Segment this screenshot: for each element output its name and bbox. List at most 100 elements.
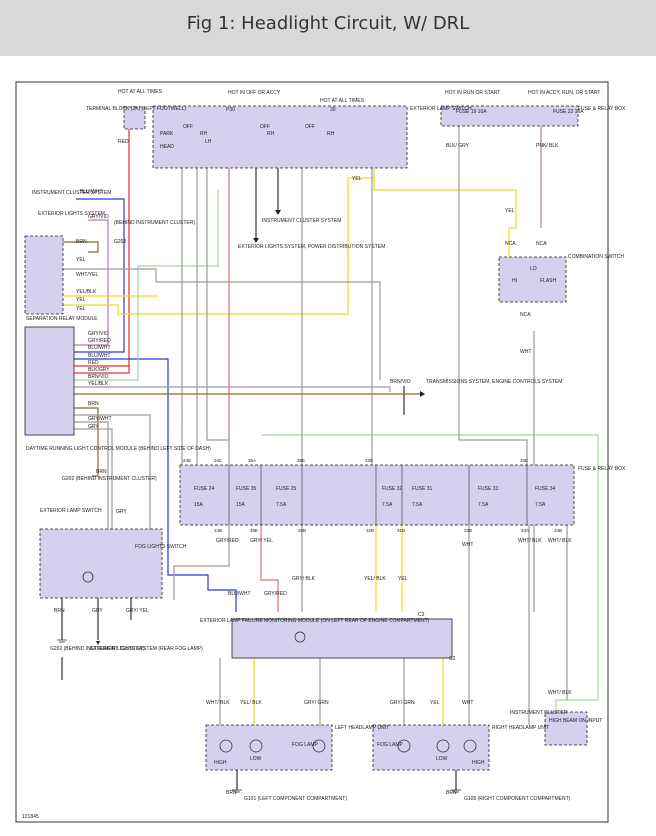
label-rh: RH xyxy=(200,131,208,137)
wire-red-2 xyxy=(74,366,130,374)
pin-35e: 35E xyxy=(297,458,305,463)
wire-violet xyxy=(74,219,109,346)
wire-label-gry: GRY xyxy=(116,509,127,515)
label-drl-module: DAYTIME RUNNING LIGHT CONTROL MODULE (BE… xyxy=(26,446,211,452)
label-flash: FLASH xyxy=(540,278,557,284)
label-left-headlamp: LEFT HEADLAMP UNIT xyxy=(335,725,389,731)
label-high-beam-on: HIGH BEAM ON INPUT xyxy=(549,718,602,724)
label-c3: C3 xyxy=(418,612,425,618)
fuse-25: FUSE 25 xyxy=(276,486,297,492)
wire-label-blu-wht-2: BLU/WHT xyxy=(228,591,251,597)
pin-35a: 35A xyxy=(248,458,256,463)
fuse-24-rating: 15A xyxy=(194,502,204,508)
label-p30: P30 xyxy=(226,107,235,113)
wire-yellow-combo xyxy=(373,178,517,260)
drl-wire-10: BRN xyxy=(88,401,99,407)
wire-label-gry-grn: GRY/ GRN xyxy=(304,700,329,706)
label-fog-lamp-left: FOG LAMP xyxy=(292,742,319,748)
wire-label-yel-blk: YEL/BLK xyxy=(76,289,97,295)
drl-module xyxy=(24,326,75,436)
label-low-left: LOW xyxy=(250,756,262,762)
pin-24c: 24C xyxy=(214,458,223,463)
drl-wire-8: YEL/BLK xyxy=(88,381,109,387)
label-high-right: HIGH xyxy=(472,760,485,766)
wire-label-brn-3: BRN xyxy=(54,608,65,614)
label-nca-3: NCA xyxy=(520,312,531,318)
label-nca-2: NCA xyxy=(536,241,547,247)
wire-gray-8 xyxy=(206,168,230,465)
fog-lights-switch-box xyxy=(39,528,163,599)
pin-24e: 24E xyxy=(183,458,191,463)
label-g202: G202 xyxy=(114,239,126,245)
wire-label-gry-blk: GRY/ BLK xyxy=(292,576,316,582)
label-lh: LH xyxy=(205,139,212,145)
label-rh-3: RH xyxy=(327,131,335,137)
wire-black-9 xyxy=(403,386,405,415)
fuse-31: FUSE 31 xyxy=(412,486,433,492)
pin-34a: 34A xyxy=(521,528,529,533)
wire-gray-13 xyxy=(173,525,230,600)
label-hot-off-accy: HOT IN OFF OR ACCY xyxy=(228,90,281,96)
label-fuse-relay-box: FUSE & RELAY BOX xyxy=(578,106,626,112)
label-low-right: LOW xyxy=(436,756,448,762)
label-c2: C2 xyxy=(449,656,456,662)
fuse-32-rating: 7.5A xyxy=(382,502,393,508)
wire-label-yel-5: YEL xyxy=(76,306,86,312)
page-title: Fig 1: Headlight Circuit, W/ DRL xyxy=(186,13,470,34)
pin-32b: 32B xyxy=(366,528,374,533)
wire-label-yel-7: YEL xyxy=(430,700,440,706)
wire-green-1 xyxy=(261,434,599,712)
pin-35e-b: 35E xyxy=(250,528,258,533)
pin-32e: 32E xyxy=(365,458,373,463)
wire-label-blu-wht: BLU/WHT xyxy=(80,189,103,195)
fuse-33-rating: 7.5A xyxy=(478,502,489,508)
wire-label-yel-6: YEL xyxy=(398,576,408,582)
wire-label-brn-2: BRN xyxy=(96,469,107,475)
label-head: HEAD xyxy=(160,144,174,150)
wire-label-wht-blk-3: WHT/ BLK xyxy=(206,700,230,706)
drl-wire-12: GRY xyxy=(88,424,99,430)
instrument-cluster-box xyxy=(544,711,588,746)
label-hot-accy-run-start: HOT IN ACCY, RUN, OR START xyxy=(528,90,600,96)
label-exterior-lights-system: EXTERIOR LIGHTS SYSTEM xyxy=(38,211,105,217)
system-arrows xyxy=(96,210,425,645)
label-ext-lights-rear-fog: EXTERIOR LIGHTS SYSTEM (REAR FOG LAMP) xyxy=(90,646,203,652)
label-g202-behind: G202 (BEHIND INSTRUMENT CLUSTER) xyxy=(62,476,157,482)
fuse-relay-box-mid xyxy=(179,464,575,526)
wire-label-yel-2: YEL xyxy=(505,208,515,214)
wire-label-gry-yel-2: GRY/ YEL xyxy=(126,608,149,614)
drl-wire-2: GRY/RED xyxy=(88,338,111,344)
wire-label-pnk-blk: PNK/ BLK xyxy=(536,143,559,149)
label-instrument-cluster-system: INSTRUMENT CLUSTER SYSTEM xyxy=(32,190,111,196)
label-nca-1: NCA xyxy=(505,241,516,247)
label-high-left: HIGH xyxy=(214,760,227,766)
ground-symbols xyxy=(57,639,461,793)
label-hot-all-times-2: HOT AT ALL TIMES xyxy=(320,98,365,104)
wire-label-yel: YEL xyxy=(352,176,362,182)
right-headlamp-unit xyxy=(372,724,490,771)
lamp-failure-module xyxy=(231,618,453,659)
label-off-3: OFF xyxy=(305,124,315,130)
label-g105: G105 (RIGHT COMPONENT COMPARTMENT) xyxy=(464,796,571,802)
title-bar xyxy=(0,0,656,56)
wire-label-wht: WHT xyxy=(520,349,531,355)
label-off: OFF xyxy=(183,124,193,130)
label-ext-lights-power: EXTERIOR LIGHTS SYSTEM, POWER DISTRIBUTI… xyxy=(238,244,385,250)
label-fog-lamp-right: FOG LAMP xyxy=(377,742,404,748)
wire-label-gry-2: GRY xyxy=(92,608,103,614)
wire-label-yel-4: YEL xyxy=(76,297,86,303)
pin-34e: 34E xyxy=(520,458,528,463)
label-figure-id: 121845 xyxy=(22,814,39,820)
drl-wire-6: BLK/GRY xyxy=(88,367,110,373)
wire-label-gry-red-2: GRY/RED xyxy=(264,591,287,597)
wire-label-red: RED xyxy=(118,139,129,145)
wire-label-wht-2: WHT xyxy=(462,542,473,548)
label-fuse-19: FUSE 19 10A xyxy=(456,109,487,115)
wire-label-gry-yel: GRY/ YEL xyxy=(250,538,273,544)
wire-label-blk-gry: BLK/ GRY xyxy=(446,143,470,149)
fuse-35: FUSE 35 xyxy=(236,486,257,492)
wire-blue-2 xyxy=(74,358,237,612)
pin-31b: 31B xyxy=(397,528,405,533)
fuse-33: FUSE 33 xyxy=(478,486,499,492)
